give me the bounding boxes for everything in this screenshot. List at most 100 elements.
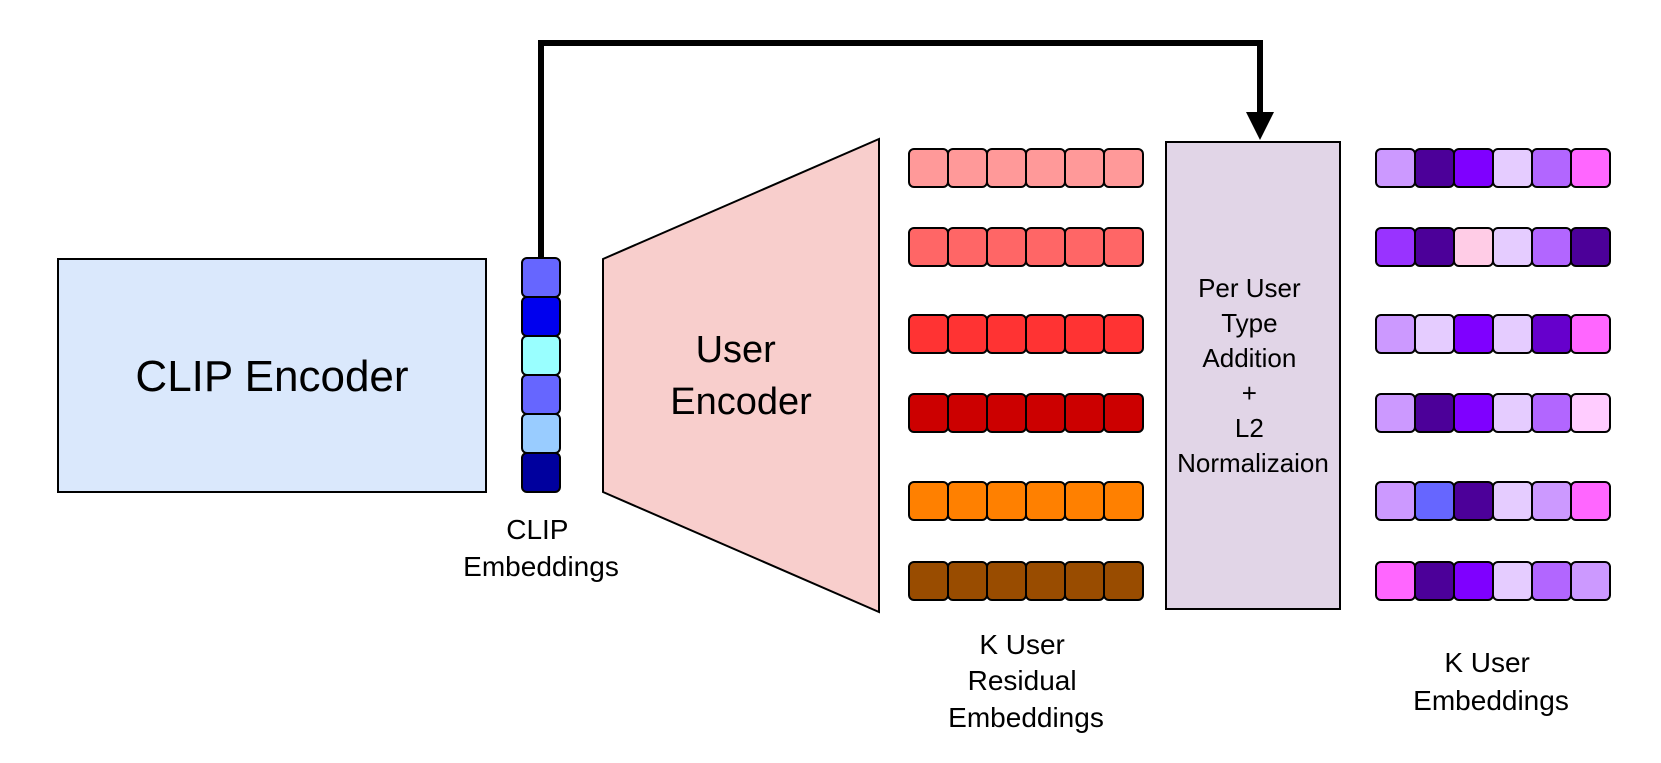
clip-embedding-cell [521, 374, 561, 415]
user-embedding-cell [1453, 561, 1494, 601]
clip-embedding-cell [521, 296, 561, 337]
user-embeddings-label: K User Embeddings [1413, 647, 1569, 716]
user-embedding-cell [1414, 393, 1455, 433]
residual-embedding-row [908, 314, 1144, 354]
user-embedding-cell [1453, 148, 1494, 188]
user-embedding-cell [1531, 481, 1572, 521]
user-embedding-cell [1414, 148, 1455, 188]
residual-embedding-cell [908, 314, 949, 354]
residual-embedding-row [908, 393, 1144, 433]
user-embedding-cell [1570, 148, 1611, 188]
arrowhead-icon [1246, 112, 1274, 140]
residual-embedding-cell [1064, 393, 1105, 433]
user-embedding-cell [1492, 393, 1533, 433]
clip-embeddings-column [521, 257, 561, 493]
user-embedding-cell [1375, 314, 1416, 354]
user-embedding-cell [1492, 314, 1533, 354]
residual-embedding-cell [1025, 561, 1066, 601]
residual-embedding-cell [1103, 314, 1144, 354]
residual-embedding-cell [1025, 393, 1066, 433]
user-embedding-cell [1492, 481, 1533, 521]
user-encoder: User Encoder [602, 137, 880, 614]
user-embedding-cell [1531, 227, 1572, 267]
residual-embedding-cell [1064, 148, 1105, 188]
residual-embedding-cell [1103, 481, 1144, 521]
user-embedding-cell [1453, 227, 1494, 267]
user-embedding-cell [1375, 481, 1416, 521]
residual-embedding-cell [1064, 561, 1105, 601]
user-embedding-row [1375, 227, 1611, 267]
user-embedding-cell [1531, 314, 1572, 354]
residual-embedding-row [908, 481, 1144, 521]
user-embedding-cell [1414, 314, 1455, 354]
user-embedding-cell [1414, 481, 1455, 521]
user-embedding-cell [1492, 561, 1533, 601]
user-embedding-row [1375, 561, 1611, 601]
user-embedding-cell [1531, 148, 1572, 188]
residual-embedding-cell [986, 314, 1027, 354]
residual-embedding-cell [1025, 227, 1066, 267]
clip-encoder: CLIP Encoder [57, 258, 487, 493]
residual-embedding-cell [1103, 393, 1144, 433]
residual-embedding-cell [947, 227, 988, 267]
user-embedding-cell [1531, 561, 1572, 601]
residual-embedding-cell [1103, 227, 1144, 267]
residual-embedding-cell [986, 393, 1027, 433]
user-embedding-cell [1453, 481, 1494, 521]
residual-embedding-cell [947, 148, 988, 188]
user-embedding-row [1375, 393, 1611, 433]
user-embedding-cell [1414, 561, 1455, 601]
user-embedding-cell [1492, 227, 1533, 267]
residual-embedding-cell [908, 393, 949, 433]
residual-embedding-cell [908, 561, 949, 601]
clip-embedding-cell [521, 452, 561, 493]
residual-embedding-cell [1025, 314, 1066, 354]
residual-embedding-cell [986, 481, 1027, 521]
residual-embedding-cell [1103, 148, 1144, 188]
normalization-label: Per User Type Addition + L2 Normalizaion [1177, 273, 1329, 478]
user-embeddings-grid [1375, 148, 1611, 601]
residual-embedding-cell [947, 393, 988, 433]
residual-embedding-cell [986, 227, 1027, 267]
residual-embedding-cell [947, 561, 988, 601]
residual-embedding-row [908, 561, 1144, 601]
skip-connection-arrow [538, 40, 1263, 258]
user-embedding-row [1375, 481, 1611, 521]
user-embedding-cell [1453, 314, 1494, 354]
residual-embedding-cell [908, 148, 949, 188]
residual-embeddings-label: K User Residual Embeddings [948, 629, 1104, 733]
residual-embedding-cell [1064, 481, 1105, 521]
residual-embedding-cell [908, 481, 949, 521]
user-embedding-cell [1453, 393, 1494, 433]
residual-embedding-cell [1025, 481, 1066, 521]
residual-embedding-cell [986, 561, 1027, 601]
clip-embedding-cell [521, 335, 561, 376]
user-embedding-cell [1570, 227, 1611, 267]
residual-embedding-cell [1064, 227, 1105, 267]
residual-embeddings-grid [908, 148, 1144, 601]
clip-embedding-cell [521, 257, 561, 298]
user-embedding-row [1375, 314, 1611, 354]
user-embedding-cell [1375, 393, 1416, 433]
normalization-block: Per User Type Addition + L2 Normalizaion [1165, 141, 1341, 610]
residual-embedding-cell [947, 314, 988, 354]
clip-encoder-label: CLIP Encoder [135, 352, 408, 401]
user-embedding-row [1375, 148, 1611, 188]
residual-embedding-cell [947, 481, 988, 521]
residual-embedding-cell [1025, 148, 1066, 188]
user-embedding-cell [1570, 561, 1611, 601]
residual-embedding-cell [986, 148, 1027, 188]
user-embedding-cell [1414, 227, 1455, 267]
user-embedding-cell [1375, 561, 1416, 601]
clip-embeddings-label: CLIP Embeddings [463, 514, 619, 582]
user-embedding-cell [1570, 314, 1611, 354]
user-embedding-cell [1375, 227, 1416, 267]
residual-embedding-row [908, 227, 1144, 267]
residual-embedding-cell [908, 227, 949, 267]
user-encoder-label: User Encoder [670, 329, 812, 423]
user-embedding-cell [1375, 148, 1416, 188]
residual-embedding-cell [1064, 314, 1105, 354]
user-embedding-cell [1492, 148, 1533, 188]
user-embedding-cell [1531, 393, 1572, 433]
